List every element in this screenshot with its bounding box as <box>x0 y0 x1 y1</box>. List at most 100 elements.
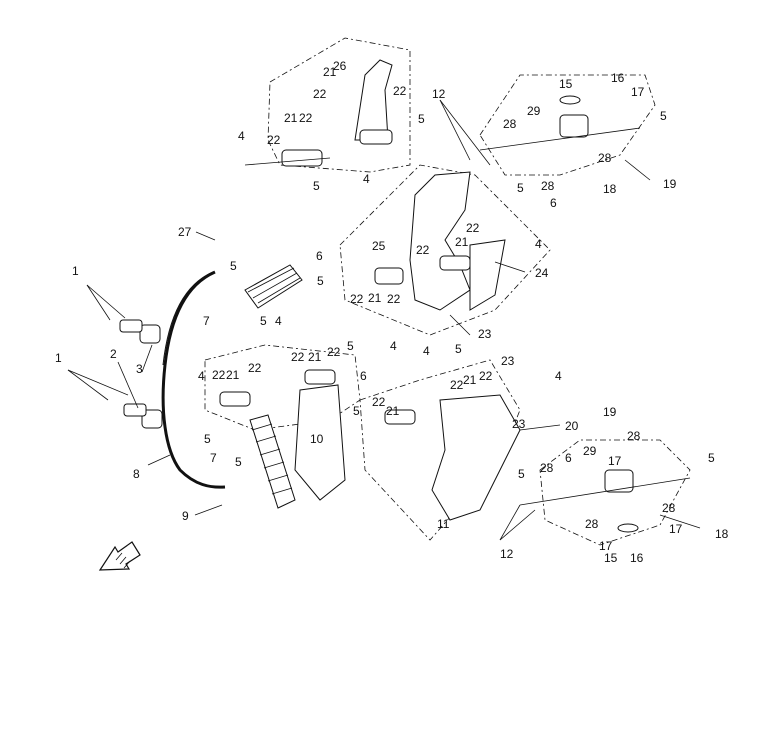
callout-3: 3 <box>136 362 143 376</box>
bar-clamp-upper <box>139 324 161 344</box>
snap-ring-upper <box>559 95 581 105</box>
callout-22-k: 22 <box>212 368 226 382</box>
callout-12-top: 12 <box>432 87 446 101</box>
callout-22-d: 22 <box>299 111 313 125</box>
lower-mid-bushing <box>384 409 416 425</box>
callout-29-top: 29 <box>527 104 541 118</box>
callout-4-far-right: 4 <box>555 369 562 383</box>
callout-5-bushing: 5 <box>708 451 715 465</box>
lower-a-arm <box>219 369 346 501</box>
lower-arm-bushing-rear <box>304 369 336 385</box>
callout-24: 24 <box>535 266 549 280</box>
callout-28-f: 28 <box>585 517 599 531</box>
callout-5-right: 5 <box>660 109 667 123</box>
frame-trailing-arm <box>359 359 521 541</box>
callout-labels: 1 1 2 3 4 4 4 4 4 4 4 4 5 5 5 5 5 5 5 5 … <box>55 59 729 565</box>
callout-6-top: 6 <box>550 196 557 210</box>
callout-6-shock: 6 <box>316 249 323 263</box>
pivot-shaft-upper <box>479 127 641 151</box>
callout-7-upper: 7 <box>203 314 210 328</box>
callout-18-top: 18 <box>603 182 617 196</box>
bushing-assembly-upper <box>479 95 641 151</box>
callout-22-c: 22 <box>267 133 281 147</box>
callout-5-upper2: 5 <box>313 179 320 193</box>
snap-ring-lower <box>617 523 639 533</box>
callout-19-bottom: 19 <box>603 405 617 419</box>
callout-11: 11 <box>437 517 450 531</box>
lower-shock-coils <box>251 423 293 495</box>
callout-4-mid: 4 <box>363 172 370 186</box>
callout-6-lower: 6 <box>360 369 367 383</box>
callout-21-b: 21 <box>284 111 298 125</box>
callout-4-center: 4 <box>423 344 430 358</box>
leader-lines <box>67 99 701 541</box>
upper-arm-bushing <box>281 149 323 167</box>
frame-mid-arm <box>339 164 551 336</box>
callout-22-m: 22 <box>450 378 464 392</box>
upper-arm-bushing-rear <box>359 129 393 145</box>
callout-22-o: 22 <box>372 395 386 409</box>
callout-4-lower-left: 4 <box>198 369 205 383</box>
callout-16-top: 16 <box>611 71 625 85</box>
mid-bushing-right <box>439 255 471 271</box>
callout-21-e: 21 <box>308 350 322 364</box>
bushing-assembly-lower <box>519 469 691 533</box>
upper-arm-bracket <box>354 59 393 141</box>
callout-8: 8 <box>133 467 140 481</box>
stabilizer-bar-edge <box>162 271 214 366</box>
callout-4-mid2: 4 <box>390 339 397 353</box>
pivot-shaft-lower <box>519 477 691 506</box>
frame-lower-arm <box>204 344 361 431</box>
upper-shock-coils <box>247 267 301 304</box>
callout-1-top: 1 <box>72 264 79 278</box>
trailing-arm-lower-casting <box>431 394 521 521</box>
callout-15-bottom: 15 <box>604 551 618 565</box>
callout-6-right: 6 <box>565 451 572 465</box>
callout-17-mid: 17 <box>608 454 622 468</box>
bar-bracket-upper <box>119 319 143 333</box>
callout-21-d: 21 <box>368 291 382 305</box>
callout-15-top: 15 <box>559 77 573 91</box>
pivot-housing-upper <box>559 114 589 138</box>
callout-7-lower: 7 <box>210 451 217 465</box>
callout-17-bottom: 17 <box>599 539 613 553</box>
callout-5-center: 5 <box>455 342 462 356</box>
callout-5-leftmid: 5 <box>317 274 324 288</box>
callout-12-bottom: 12 <box>500 547 514 561</box>
mid-bushing <box>374 267 404 285</box>
callout-4-right: 4 <box>535 237 542 251</box>
frame-upper-arm-top <box>267 37 411 173</box>
callout-16-bottom: 16 <box>630 551 644 565</box>
callout-5-lower: 5 <box>204 432 211 446</box>
lower-arm-casting <box>294 384 346 501</box>
bar-clamp-lower <box>141 409 163 429</box>
callout-17-top: 17 <box>631 85 645 99</box>
stabilizer-bar-rod <box>161 270 226 489</box>
callout-21-c: 21 <box>455 235 469 249</box>
callout-17-bottom2: 17 <box>669 522 683 536</box>
callout-28-g: 28 <box>662 501 676 515</box>
callout-20: 20 <box>565 419 579 433</box>
callout-5-arm: 5 <box>260 314 267 328</box>
callout-22-g: 22 <box>350 292 364 306</box>
trailing-arm-lower <box>384 394 521 521</box>
callout-29-bottom: 29 <box>583 444 597 458</box>
callout-1-bottom: 1 <box>55 351 62 365</box>
callout-26: 26 <box>333 59 347 73</box>
callout-4-shock: 4 <box>275 314 282 328</box>
callout-18-bottom: 18 <box>715 527 729 541</box>
callout-23-c: 23 <box>512 417 526 431</box>
callout-22-n: 22 <box>479 369 493 383</box>
callout-22-f: 22 <box>466 221 480 235</box>
callout-22-b: 22 <box>393 84 407 98</box>
callout-28-d: 28 <box>627 429 641 443</box>
callout-22-j: 22 <box>327 345 341 359</box>
lower-arm-bushing <box>219 391 251 407</box>
callout-21-g: 21 <box>463 373 477 387</box>
callout-2: 2 <box>110 347 117 361</box>
callout-23-a: 23 <box>478 327 492 341</box>
trailing-arm-upper <box>374 171 506 311</box>
callout-19-top: 19 <box>663 177 677 191</box>
stabilizer-bar <box>119 270 226 489</box>
callout-21-h: 21 <box>386 404 400 418</box>
